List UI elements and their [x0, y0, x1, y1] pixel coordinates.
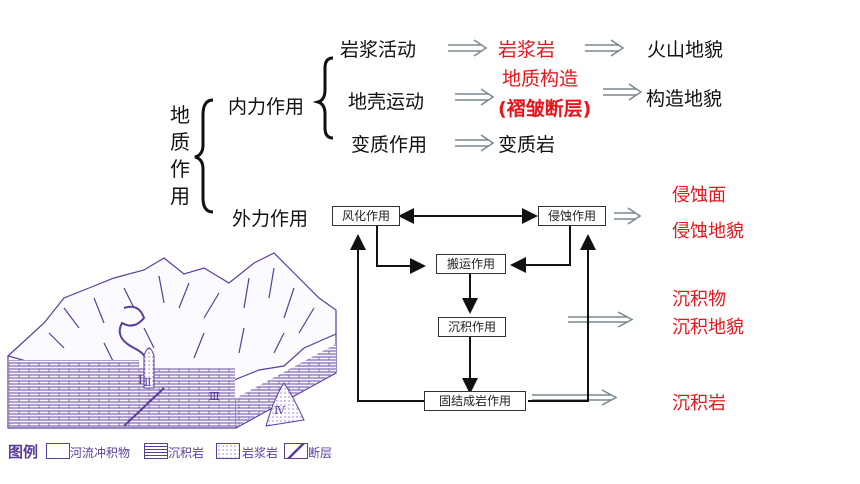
magma-intrusion	[265, 382, 305, 427]
root-label-char: 质	[170, 130, 190, 154]
output-sediment: 沉积物	[672, 289, 726, 310]
output-sedimentary-rock: 沉积岩	[672, 393, 726, 414]
result-structure: 地质构造	[502, 68, 579, 90]
gray-arrows	[448, 39, 643, 406]
root-label-char: 作	[170, 157, 190, 181]
landform-volcanic: 火山地貌	[647, 39, 724, 61]
box-transport: 搬运作用	[436, 254, 506, 274]
fault-swatch-icon	[284, 443, 308, 459]
internal-label: 内力作用	[228, 96, 305, 118]
landform-tectonic: 构造地貌	[646, 88, 723, 110]
internal-brace	[312, 56, 334, 140]
fault-line	[123, 387, 165, 427]
result-metamorphic-rock: 变质岩	[498, 134, 556, 156]
process-metamorphism: 变质作用	[351, 134, 428, 156]
sedimentary-strata	[9, 360, 139, 427]
roman-label: Ⅱ	[144, 376, 151, 389]
roman-label: Ⅲ	[209, 390, 220, 403]
root-label: 地 质 作 用	[168, 102, 192, 210]
root-label-char: 地	[170, 103, 190, 127]
process-magma: 岩浆活动	[340, 39, 417, 61]
terrain-block-diagram: Ⅰ Ⅱ Ⅲ Ⅳ	[6, 252, 337, 429]
box-deposition: 沉积作用	[438, 317, 506, 337]
legend-item: 沉积岩	[168, 446, 205, 460]
box-erosion: 侵蚀作用	[538, 206, 606, 226]
root-label-char: 用	[170, 184, 190, 208]
alluvium-swatch-icon	[46, 443, 70, 459]
flow-arrows	[350, 208, 596, 402]
magma-swatch-icon	[216, 443, 240, 459]
legend-item: 河流冲积物	[70, 446, 131, 460]
output-erosion-surface: 侵蚀面	[672, 185, 726, 206]
root-brace	[194, 98, 214, 214]
strata-swatch-icon	[144, 443, 168, 459]
process-crustal: 地壳运动	[348, 91, 425, 113]
box-lithification: 固结成岩作用	[424, 391, 526, 411]
output-deposition-landform: 沉积地貌	[672, 317, 744, 338]
external-label: 外力作用	[232, 208, 309, 230]
result-structure-sub: (褶皱断层)	[498, 98, 592, 120]
legend-item: 断层	[308, 446, 333, 460]
output-erosion-landform: 侵蚀地貌	[672, 221, 744, 242]
roman-label: Ⅳ	[274, 404, 286, 417]
legend-item: 岩浆岩	[242, 446, 279, 460]
legend-title: 图例	[8, 443, 39, 461]
result-magmatic-rock: 岩浆岩	[498, 39, 556, 61]
box-weathering: 风化作用	[332, 206, 400, 226]
roman-label: Ⅰ	[138, 373, 143, 387]
